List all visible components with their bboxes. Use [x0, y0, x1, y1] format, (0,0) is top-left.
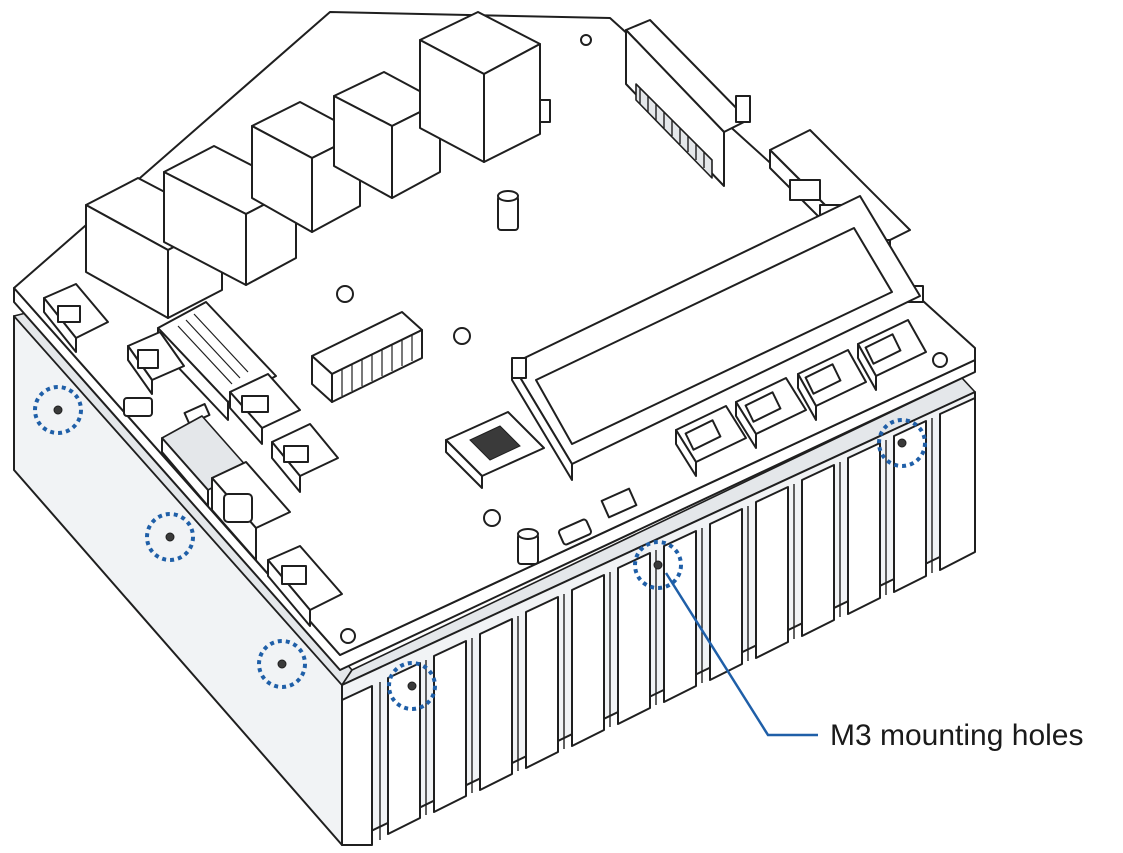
memory-slot	[511, 195, 921, 481]
front-edge-connectors	[675, 319, 927, 477]
mounting-hole-marker	[877, 418, 927, 468]
sim-card-slot	[445, 411, 545, 489]
heatsink	[13, 311, 976, 846]
mounting-hole-marker	[387, 661, 437, 711]
callout-leader-line	[664, 572, 818, 737]
mounting-hole-marker	[633, 540, 683, 590]
right-slot-connector	[625, 19, 751, 187]
left-side-connectors	[43, 283, 343, 627]
mounting-hole-marker	[145, 512, 195, 562]
callout: M3 mounting holes	[664, 572, 1083, 752]
circuit-board	[13, 11, 976, 671]
mounting-hole-marker	[33, 385, 83, 435]
rear-io-connectors	[85, 11, 551, 319]
standoffs	[497, 190, 539, 565]
callout-label: M3 mounting holes	[830, 719, 1083, 752]
mounting-hole-marker	[257, 639, 307, 689]
m2-slot	[311, 311, 423, 403]
heatsink-fins	[341, 397, 976, 846]
mounting-hole-markers	[33, 385, 927, 711]
